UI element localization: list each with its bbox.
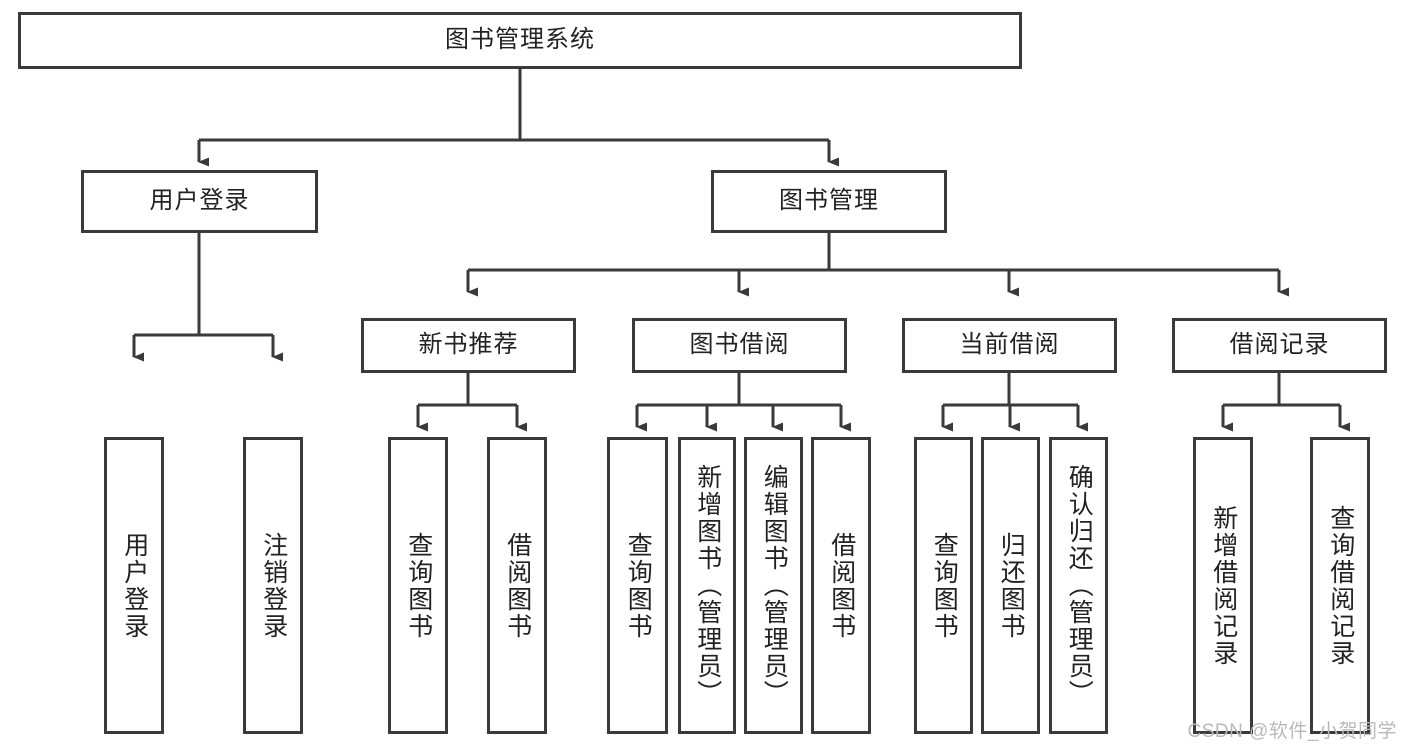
node-user-login[interactable]: 用户登录: [81, 170, 318, 233]
leaf-node[interactable]: 查询图书: [607, 437, 668, 734]
leaf-node[interactable]: 查询借阅记录: [1310, 437, 1370, 734]
leaf-node-label: 归还图书: [997, 531, 1026, 640]
watermark: CSDN @软件_小贺同学: [1187, 721, 1397, 742]
node-user-login-label: 用户登录: [149, 187, 250, 215]
leaf-node-label: 编辑图书（管理员）: [760, 464, 789, 707]
leaf-node[interactable]: 借阅图书: [811, 437, 871, 734]
leaf-node[interactable]: 用户登录: [104, 437, 164, 734]
node-new-book-recommend-label: 新书推荐: [418, 331, 519, 359]
node-root[interactable]: 图书管理系统: [18, 12, 1022, 69]
leaf-node-label: 新增图书（管理员）: [693, 464, 722, 707]
node-book-management-label: 图书管理: [779, 187, 879, 215]
leaf-node[interactable]: 归还图书: [981, 437, 1040, 734]
leaf-node[interactable]: 新增借阅记录: [1193, 437, 1253, 734]
leaf-node-label: 借阅图书: [827, 531, 856, 640]
leaf-node-label: 新增借阅记录: [1209, 504, 1238, 667]
node-book-borrow-label: 图书借阅: [689, 331, 790, 359]
node-borrow-record[interactable]: 借阅记录: [1172, 318, 1387, 373]
leaf-node-label: 查询图书: [624, 531, 653, 640]
node-current-borrow-label: 当前借阅: [959, 331, 1060, 359]
leaf-node[interactable]: 注销登录: [243, 437, 303, 734]
leaf-node-label: 查询借阅记录: [1326, 504, 1355, 667]
node-root-label: 图书管理系统: [445, 26, 595, 54]
leaf-node-label: 用户登录: [120, 531, 149, 640]
node-book-borrow[interactable]: 图书借阅: [632, 318, 847, 373]
leaf-node-label: 查询图书: [930, 531, 959, 640]
leaf-node[interactable]: 编辑图书（管理员）: [744, 437, 803, 734]
leaf-node[interactable]: 确认归还（管理员）: [1049, 437, 1108, 734]
leaf-node[interactable]: 借阅图书: [487, 437, 547, 734]
leaf-node-label: 注销登录: [259, 531, 288, 640]
leaf-node[interactable]: 查询图书: [914, 437, 973, 734]
leaf-node-label: 确认归还（管理员）: [1065, 464, 1094, 707]
node-new-book-recommend[interactable]: 新书推荐: [361, 318, 576, 373]
node-book-management[interactable]: 图书管理: [711, 170, 947, 233]
node-current-borrow[interactable]: 当前借阅: [902, 318, 1117, 373]
leaf-node[interactable]: 查询图书: [388, 437, 448, 734]
leaf-node[interactable]: 新增图书（管理员）: [678, 437, 736, 734]
node-borrow-record-label: 借阅记录: [1229, 331, 1330, 359]
leaf-node-label: 查询图书: [404, 531, 433, 640]
leaf-node-label: 借阅图书: [503, 531, 532, 640]
